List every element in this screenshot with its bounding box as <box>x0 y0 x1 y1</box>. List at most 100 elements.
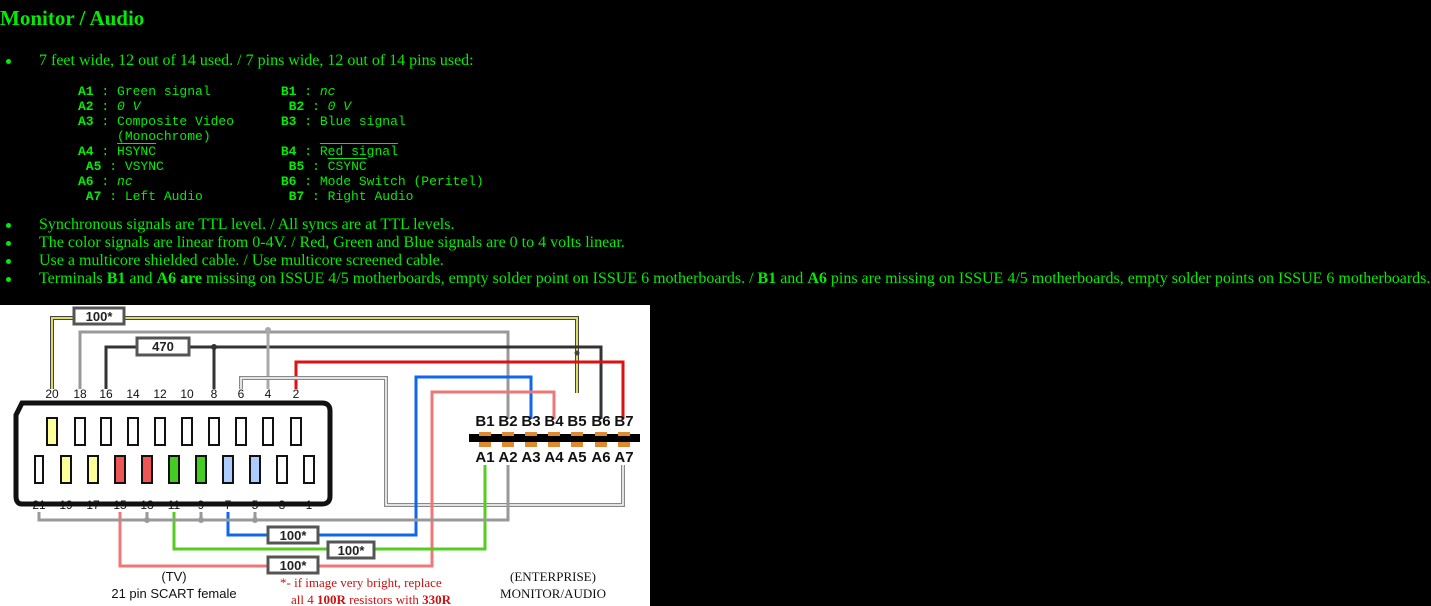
edge-label: B2 <box>498 413 517 430</box>
note-text: missing on ISSUE 4/5 motherboards, empty… <box>202 270 758 287</box>
edge-pad <box>502 432 514 436</box>
pin-id: B2 <box>280 99 305 114</box>
svg-text:100*: 100* <box>280 528 308 543</box>
pin-desc: Right Audio <box>327 189 414 204</box>
edge-pad <box>595 432 607 436</box>
edge-pad <box>571 442 583 447</box>
enterprise-label: (ENTERPRISE) <box>510 569 596 584</box>
pin-desc: HSYNC <box>117 144 157 159</box>
edge-label: A6 <box>591 449 610 466</box>
note-bold: B1 <box>757 270 777 287</box>
edge-pad <box>618 432 630 436</box>
pin-id: B5 <box>280 159 305 174</box>
pin-id: A6 <box>78 174 94 189</box>
pin-desc: (Monochrome) <box>117 129 211 144</box>
svg-text:100*: 100* <box>338 543 366 558</box>
scart-pin <box>249 455 261 484</box>
pin-desc: 0 V <box>327 99 352 114</box>
scart-pin <box>195 455 207 484</box>
edge-pad <box>618 442 630 447</box>
scart-pin <box>262 417 274 446</box>
pin-row: (Monochrome) <box>78 129 484 144</box>
tv-label: 21 pin SCART female <box>111 586 236 601</box>
resistor: 100* <box>72 306 126 326</box>
pin-row: A7 : Left Audio B7 : Right Audio <box>78 189 414 204</box>
pin-number: 12 <box>153 387 167 401</box>
list-item: Terminals B1 and A6 are missing on ISSUE… <box>5 270 1431 288</box>
scart-pin <box>34 455 44 484</box>
pin-number: 17 <box>86 498 100 512</box>
edge-label: B6 <box>591 413 610 430</box>
pin-id: A1 <box>78 84 94 99</box>
note-bold: B1 <box>106 270 126 287</box>
edge-pad <box>525 442 537 447</box>
edge-pad <box>595 442 607 447</box>
pin-desc: 0 V <box>117 99 141 114</box>
list-item: Use a multicore shielded cable. / Use mu… <box>5 252 1430 270</box>
pin-number: 16 <box>99 387 113 401</box>
list-item: Synchronous signals are TTL level. / All… <box>5 216 1430 234</box>
pin-id: B3 <box>280 114 297 129</box>
resistor-note: all 4 100R resistors with 330R <box>291 592 452 606</box>
edge-pad <box>525 432 537 436</box>
scart-pin <box>208 417 220 446</box>
pin-id: A7 <box>78 189 102 204</box>
pin-desc: Composite Video <box>117 114 235 129</box>
pin-desc: Mode Switch (Peritel) <box>319 174 484 189</box>
pin-desc: nc <box>319 84 336 99</box>
edge-label: A2 <box>498 449 517 466</box>
list-item: The color signals are linear from 0-4V. … <box>5 234 1430 252</box>
pin-number: 13 <box>140 498 154 512</box>
scart-pin <box>181 417 193 446</box>
scart-pin <box>303 455 315 484</box>
svg-text:100*: 100* <box>280 558 308 573</box>
pin-number: 9 <box>198 498 205 512</box>
edge-label: B3 <box>521 413 540 430</box>
scart-pin <box>87 455 99 484</box>
resistor: 100* <box>326 540 376 560</box>
scart-pin <box>290 417 302 446</box>
resistor: 100* <box>266 555 320 575</box>
intro-list: 7 feet wide, 12 out of 14 used. / 7 pins… <box>6 52 474 70</box>
pin-number: 1 <box>306 498 313 512</box>
pin-number: 5 <box>252 498 259 512</box>
svg-text:100*: 100* <box>86 309 114 324</box>
scart-pin <box>100 417 112 446</box>
resistor: 470 <box>135 336 191 357</box>
notes-list: Synchronous signals are TTL level. / All… <box>5 216 1431 288</box>
edge-pad <box>548 442 560 447</box>
tv-label: (TV) <box>161 569 186 584</box>
pin-id: A5 <box>78 159 102 174</box>
pin-desc: Green signal <box>117 84 211 99</box>
pin-id: B7 <box>280 189 305 204</box>
edge-label: A4 <box>544 449 564 466</box>
pin-number: 6 <box>238 387 245 401</box>
pin-desc: Blue signal <box>319 114 406 129</box>
pin-number: 20 <box>45 387 59 401</box>
note-text: pins are missing on ISSUE 4/5 motherboar… <box>826 270 1431 287</box>
scart-pin <box>168 455 180 484</box>
pin-id: A3 <box>78 114 94 129</box>
pin-id: B1 <box>280 84 297 99</box>
edge-label: A3 <box>521 449 540 466</box>
edge-pad <box>479 442 491 447</box>
pin-number: 14 <box>126 387 140 401</box>
pin-desc: CSYNC <box>327 159 367 174</box>
list-item: 7 feet wide, 12 out of 14 used. / 7 pins… <box>6 52 474 70</box>
pin-row: A3 : Composite Video B3 : Blue signal <box>78 114 406 129</box>
pin-id: B4 <box>280 144 297 159</box>
pin-number: 8 <box>211 387 218 401</box>
pin-number: 4 <box>265 387 272 401</box>
pin-id: B6 <box>280 174 297 189</box>
edge-label: A7 <box>614 449 633 466</box>
svg-text:470: 470 <box>152 339 174 354</box>
scart-pin <box>46 417 58 446</box>
scart-pin <box>141 455 153 484</box>
pin-number: 7 <box>225 498 232 512</box>
resistor-note: *- if image very bright, replace <box>280 575 442 590</box>
scart-pin <box>276 455 288 484</box>
edge-label: B1 <box>475 413 494 430</box>
pin-desc: VSYNC <box>124 159 164 174</box>
edge-label: B4 <box>544 413 564 430</box>
